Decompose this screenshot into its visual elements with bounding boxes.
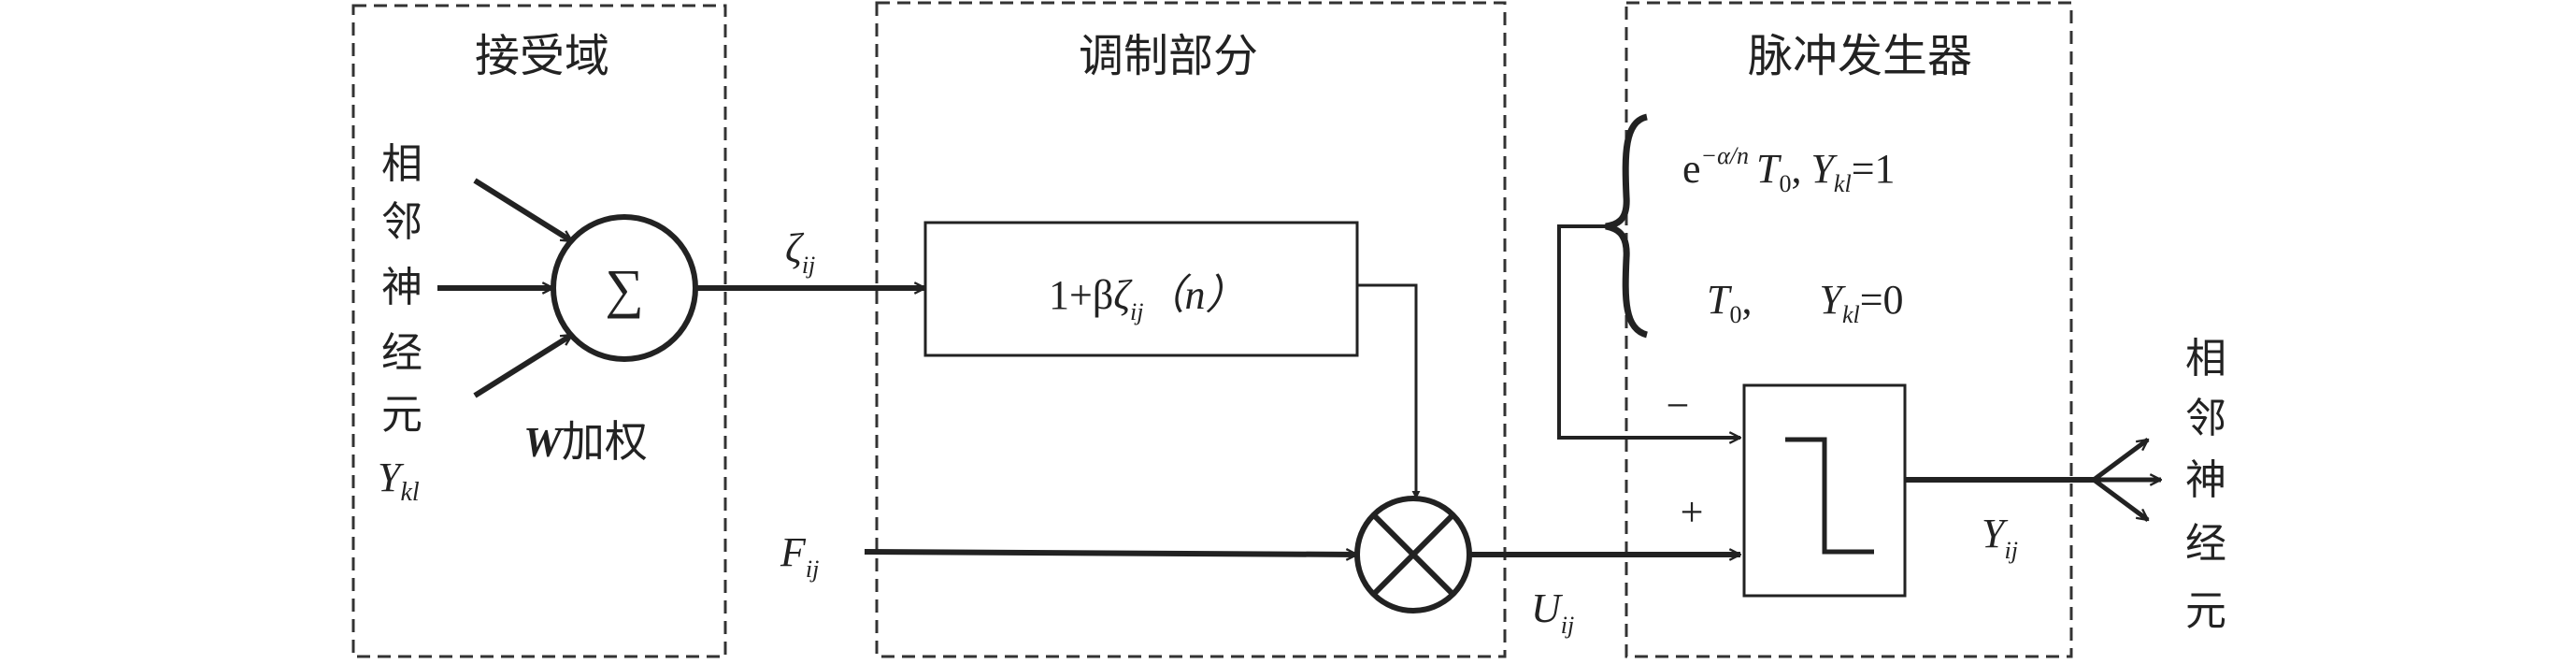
threshold-brace [1605,113,1649,339]
input-neighbor-char: 元 [381,391,422,439]
threshold-to-comparator-line [1557,224,1740,438]
input-neighbors-label: 相 邻 神 经 元 [381,140,422,439]
input-neighbor-char: 经 [381,329,422,377]
feeding-input-label: Fij [780,529,819,583]
modulation-expression: 1+βζij（n） [1049,272,1246,325]
input-arrow-lower [473,332,572,398]
summation-symbol: ∑ [605,258,643,319]
modulation-frame [875,1,1507,658]
modulation-title: 调制部分 [1079,30,1258,82]
pulse-generator-title: 脉冲发生器 [1748,30,1972,82]
output-arrow-lower [2092,477,2148,523]
output-arrow-upper [2092,437,2148,483]
output-neighbor-char: 元 [2185,587,2226,635]
input-neighbor-char: 神 [381,264,422,311]
modulation-box [923,221,1359,357]
step-function-icon [1785,437,1874,555]
weighting-label: W加权 [523,416,648,467]
comparator-plus-sign: + [1681,489,1704,535]
output-label: Yij [1982,511,2018,564]
output-neighbor-char: 邻 [2185,395,2226,442]
output-neighbor-char: 经 [2185,520,2226,568]
receptive-field-frame [351,4,727,658]
output-neighbors-label: 相 邻 神 经 元 [2185,335,2226,635]
input-neighbor-char: 邻 [381,198,422,246]
zeta-signal-label: ζij [785,225,815,279]
threshold-case-two: T0,Ykl=0 [1707,277,1904,328]
feeding-input-line [864,552,1357,555]
output-neighbor-char: 相 [2185,335,2226,383]
multiplier-node [1354,496,1472,613]
internal-activity-label: Uij [1531,585,1574,639]
receptive-field-title: 接受域 [475,30,609,82]
input-neighbor-char: 相 [381,140,422,188]
output-neighbor-char: 神 [2185,456,2226,504]
input-neighbors-symbol: Ykl [378,455,420,507]
input-arrow-upper [473,178,572,244]
pulse-generator-frame [1624,1,2073,658]
modulation-to-multiplier-line [1357,283,1421,499]
comparator-minus-sign: − [1667,383,1690,428]
